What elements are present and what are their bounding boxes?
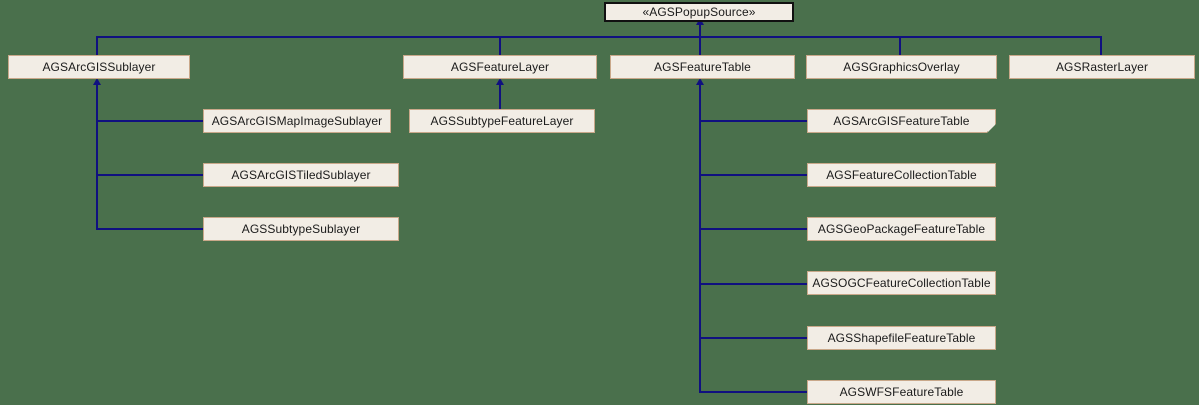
edge-drop-graphics-overlay <box>899 36 901 55</box>
node-geopackage-feature-table[interactable]: AGSGeoPackageFeatureTable <box>807 217 996 241</box>
edge-stub-ogc-feature-collection-table <box>699 283 807 285</box>
arrowhead-feature-table <box>696 78 704 85</box>
node-wfs-feature-table[interactable]: AGSWFSFeatureTable <box>807 380 996 404</box>
node-arcgis-sublayer[interactable]: AGSArcGISSublayer <box>8 55 190 79</box>
edge-branch-feature-layer <box>499 84 501 110</box>
edge-stub-shapefile-feature-table <box>699 337 807 339</box>
edge-drop-raster-layer <box>1100 36 1102 55</box>
node-arcgis-feature-table[interactable]: AGSArcGISFeatureTable <box>807 109 996 133</box>
edge-stub-arcgis-map-image-sublayer <box>96 120 203 122</box>
edge-drop-feature-table <box>699 36 701 55</box>
node-feature-collection-table[interactable]: AGSFeatureCollectionTable <box>807 163 996 187</box>
node-raster-layer[interactable]: AGSRasterLayer <box>1009 55 1195 79</box>
edge-stub-arcgis-tiled-sublayer <box>96 174 203 176</box>
edge-stub-wfs-feature-table <box>699 391 807 393</box>
node-popup-source[interactable]: «AGSPopupSource» <box>604 2 794 22</box>
node-arcgis-map-image-sublayer[interactable]: AGSArcGISMapImageSublayer <box>203 109 391 133</box>
node-graphics-overlay[interactable]: AGSGraphicsOverlay <box>806 55 997 79</box>
edge-stub-geopackage-feature-table <box>699 228 807 230</box>
node-subtype-feature-layer[interactable]: AGSSubtypeFeatureLayer <box>409 109 595 133</box>
edge-root-bus <box>96 36 1102 38</box>
edge-stub-subtype-sublayer <box>96 228 203 230</box>
node-shapefile-feature-table[interactable]: AGSShapefileFeatureTable <box>807 326 996 350</box>
edge-stub-arcgis-feature-table <box>699 120 807 122</box>
node-arcgis-tiled-sublayer[interactable]: AGSArcGISTiledSublayer <box>203 163 399 187</box>
node-feature-table[interactable]: AGSFeatureTable <box>610 55 795 79</box>
edge-branch-feature-table <box>699 84 701 393</box>
node-feature-layer[interactable]: AGSFeatureLayer <box>403 55 597 79</box>
node-subtype-sublayer[interactable]: AGSSubtypeSublayer <box>203 217 399 241</box>
edge-root-stem <box>699 22 701 37</box>
edge-drop-arcgis-sublayer <box>96 36 98 55</box>
arrowhead-feature-layer <box>496 78 504 85</box>
node-ogc-feature-collection-table[interactable]: AGSOGCFeatureCollectionTable <box>807 271 996 295</box>
arrowhead-arcgis-sublayer <box>93 78 101 85</box>
edge-stub-feature-collection-table <box>699 174 807 176</box>
edge-branch-arcgis-sublayer <box>96 84 98 229</box>
edge-drop-feature-layer <box>499 36 501 55</box>
